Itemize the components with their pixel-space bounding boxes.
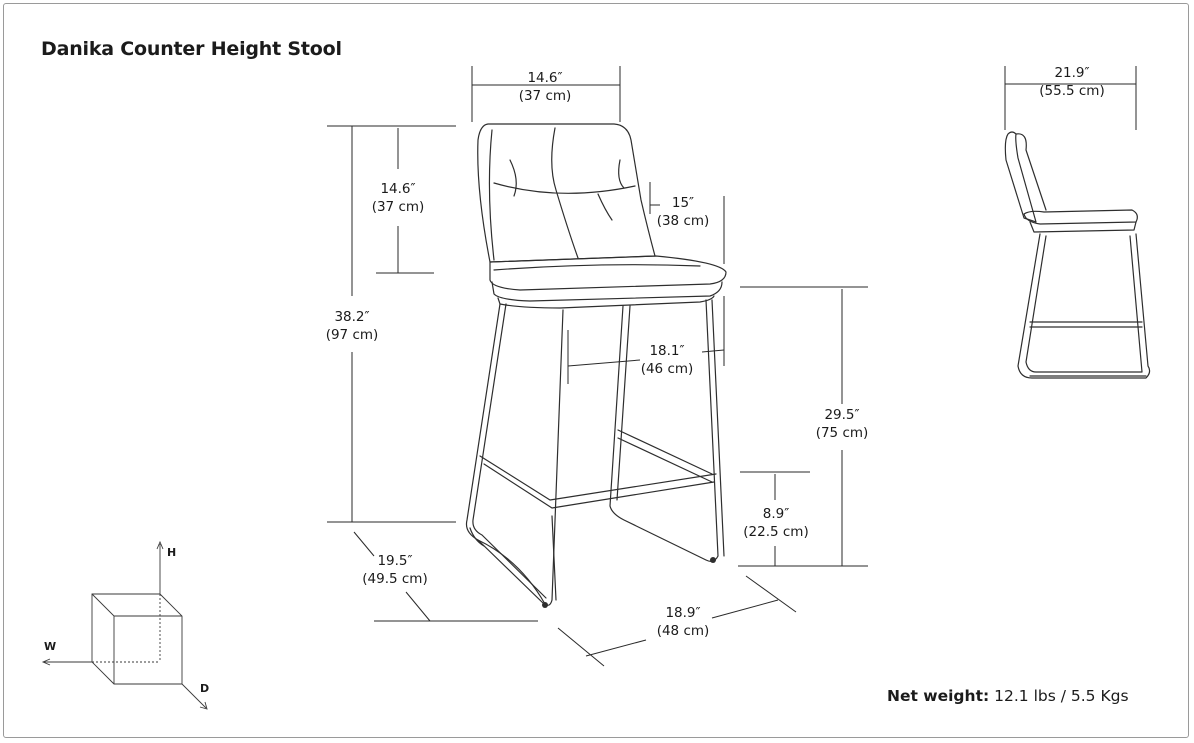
dim-seat-depth: 15″ (38 cm) [646, 194, 720, 230]
foot-cap-right [710, 557, 716, 563]
footrest-bar-rear [617, 429, 713, 475]
page-title: Danika Counter Height Stool [41, 38, 342, 60]
dim-side-depth: 21.9″ (55.5 cm) [1030, 64, 1114, 100]
dim-backrest-height: 14.6″ (37 cm) [360, 180, 436, 216]
dim-base-depth: 18.9″ (48 cm) [646, 604, 720, 640]
rear-leg-right [609, 299, 719, 562]
front-runner-2 [469, 527, 485, 547]
dim-backrest-height-metric: (37 cm) [371, 199, 425, 215]
dim-seat-width-metric: (46 cm) [640, 361, 694, 377]
front-runner [477, 539, 546, 605]
dim-overall-width-imperial: 14.6″ [527, 70, 563, 86]
base-sled [551, 515, 557, 601]
front-dimension-lines [327, 66, 868, 667]
rear-leg-left [465, 303, 564, 606]
front-stool-illustration [465, 123, 727, 608]
dim-side-depth-imperial: 21.9″ [1054, 65, 1090, 81]
dim-footrest-height-metric: (22.5 cm) [743, 524, 809, 540]
footrest-bar [479, 455, 717, 501]
seat-seam [493, 264, 701, 271]
backrest-wrinkle-2 [618, 159, 625, 189]
dim-base-width: 19.5″ (49.5 cm) [352, 552, 438, 588]
side-seat-base [1029, 221, 1137, 233]
seat-cushion [489, 255, 727, 291]
side-legs-inner [1025, 235, 1143, 373]
backrest-wrinkle [509, 159, 517, 197]
dim-seat-width: 18.1″ (46 cm) [630, 342, 704, 378]
footrest-bar-rear-inner [617, 437, 713, 483]
dim-base-width-metric: (49.5 cm) [362, 571, 428, 587]
side-backrest-front [1015, 133, 1047, 211]
dim-overall-height-imperial: 38.2″ [334, 309, 370, 325]
net-weight-value: 12.1 lbs / 5.5 Kgs [994, 687, 1129, 705]
footrest-bar-inner [483, 463, 715, 509]
net-weight-label: Net weight: [887, 687, 990, 705]
dim-base-depth-imperial: 18.9″ [665, 605, 701, 621]
dim-seat-depth-imperial: 15″ [671, 195, 695, 211]
rear-leg-left-inner [472, 303, 547, 599]
rear-leg-right-outer [711, 299, 725, 557]
dim-seat-height-imperial: 29.5″ [824, 407, 860, 423]
dim-footrest-height: 8.9″ (22.5 cm) [734, 505, 818, 541]
dim-base-width-imperial: 19.5″ [377, 553, 413, 569]
axis-label-d: D [200, 682, 210, 695]
side-backrest [1004, 131, 1037, 223]
dim-overall-width-metric: (37 cm) [518, 88, 572, 104]
axis-cube-icon [41, 540, 208, 710]
side-stool-illustration [1004, 66, 1151, 379]
dim-base-depth-metric: (48 cm) [656, 623, 710, 639]
dim-overall-height-metric: (97 cm) [325, 327, 379, 343]
dim-backrest-height-imperial: 14.6″ [380, 181, 416, 197]
dim-overall-width: 14.6″ (37 cm) [508, 69, 582, 105]
axis-label-h: H [167, 546, 177, 559]
diagram-frame [3, 3, 1189, 738]
rear-leg-right-inner [616, 305, 631, 501]
dim-seat-depth-metric: (38 cm) [656, 213, 710, 229]
side-legs [1017, 233, 1151, 379]
side-seat [1023, 209, 1138, 225]
dim-side-depth-metric: (55.5 cm) [1039, 83, 1105, 99]
dim-seat-height-metric: (75 cm) [815, 425, 869, 441]
dim-overall-height: 38.2″ (97 cm) [314, 308, 390, 344]
net-weight: Net weight: 12.1 lbs / 5.5 Kgs [887, 687, 1129, 705]
dim-footrest-height-imperial: 8.9″ [762, 506, 790, 522]
seat-base [491, 281, 723, 302]
backrest-inner-outline [488, 129, 495, 261]
dim-seat-height: 29.5″ (75 cm) [804, 406, 880, 442]
backrest-tuck-line [493, 182, 636, 194]
foot-cap-left [542, 602, 548, 608]
backrest-seam-right [597, 193, 613, 221]
backrest-seam-left [551, 127, 579, 259]
axis-label-w: W [44, 640, 57, 653]
dim-seat-width-imperial: 18.1″ [649, 343, 685, 359]
seat-underside [497, 295, 715, 309]
